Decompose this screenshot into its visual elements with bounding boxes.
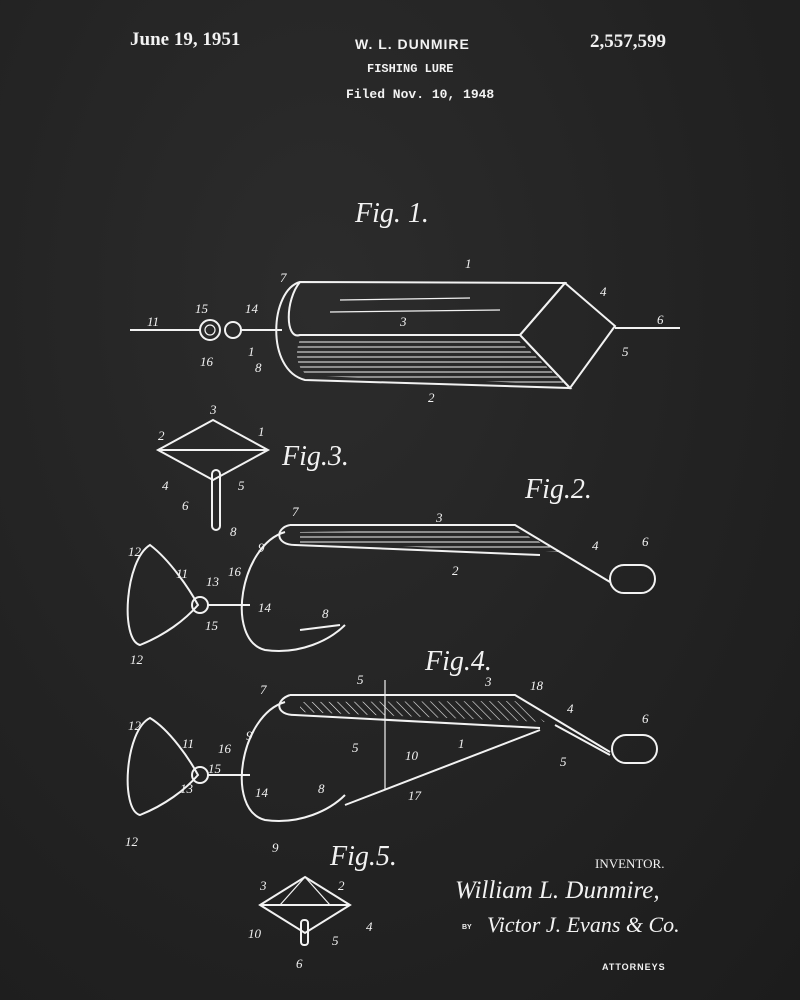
reference-numeral: 3: [209, 402, 217, 417]
reference-numeral: 14: [255, 785, 269, 800]
reference-numeral: 1: [258, 424, 265, 439]
reference-numeral: 6: [642, 534, 649, 549]
reference-numeral: 6: [642, 711, 649, 726]
reference-numeral: 13: [180, 781, 194, 796]
reference-numeral: 11: [182, 736, 194, 751]
reference-numeral: 2: [158, 428, 165, 443]
reference-numeral: 1: [465, 256, 472, 271]
reference-numeral: 4: [600, 284, 607, 299]
reference-numeral: 3: [399, 314, 407, 329]
reference-numeral: 15: [205, 618, 219, 633]
reference-numeral: 17: [408, 788, 422, 803]
filed-date: Filed Nov. 10, 1948: [346, 87, 495, 102]
reference-numeral: 5: [352, 740, 359, 755]
reference-numeral: 12: [130, 652, 144, 667]
by-label: BY: [462, 924, 472, 931]
reference-numeral: 5: [238, 478, 245, 493]
reference-numeral: 3: [259, 878, 267, 893]
reference-numeral: 15: [195, 301, 209, 316]
reference-numeral: 7: [280, 270, 287, 285]
attorney-signature: Victor J. Evans & Co.: [487, 912, 680, 937]
reference-numeral: 5: [560, 754, 567, 769]
patent-title: FISHING LURE: [367, 62, 454, 76]
reference-numeral: 3: [484, 674, 492, 689]
reference-numeral: 1: [458, 736, 465, 751]
reference-numeral: 7: [292, 504, 299, 519]
reference-numeral: 16: [218, 741, 232, 756]
inventor-header: W. L. DUNMIRE: [355, 36, 470, 52]
reference-numeral: 4: [162, 478, 169, 493]
reference-numeral: 5: [622, 344, 629, 359]
reference-numeral: 18: [530, 678, 544, 693]
reference-numeral: 2: [428, 390, 435, 405]
reference-numeral: 6: [296, 956, 303, 971]
reference-numeral: 5: [332, 933, 339, 948]
reference-numeral: 11: [147, 314, 159, 329]
reference-numeral: 9: [258, 540, 265, 555]
reference-numeral: 3: [435, 510, 443, 525]
reference-numeral: 16: [200, 354, 214, 369]
inventor-signature: William L. Dunmire,: [455, 877, 660, 904]
patent-number: 2,557,599: [590, 31, 666, 52]
reference-numeral: 12: [128, 718, 142, 733]
reference-numeral: 16: [228, 564, 242, 579]
reference-numeral: 9: [246, 728, 253, 743]
reference-numeral: 14: [245, 301, 259, 316]
reference-numeral: 8: [318, 781, 325, 796]
reference-numeral: 7: [260, 682, 267, 697]
reference-numeral: 10: [248, 926, 262, 941]
figure-4-drawing: [126, 680, 658, 822]
reference-numeral: 5: [357, 672, 364, 687]
reference-numeral: 4: [567, 701, 574, 716]
reference-numeral: 15: [208, 761, 222, 776]
reference-numeral: 10: [405, 748, 419, 763]
reference-numeral: 4: [366, 919, 373, 934]
figure-title: Fig.4.: [424, 646, 492, 677]
patent-date: June 19, 1951: [130, 29, 241, 50]
reference-numeral: 8: [322, 606, 329, 621]
figure-title: Fig.5.: [329, 841, 397, 872]
reference-numeral: 2: [338, 878, 345, 893]
reference-numeral: 1: [248, 344, 255, 359]
attorneys-label: ATTORNEYS: [602, 962, 666, 972]
reference-numeral: 4: [592, 538, 599, 553]
reference-numeral: 13: [206, 574, 220, 589]
figure-1-drawing: [130, 280, 680, 390]
figure-3-drawing: [155, 418, 271, 531]
reference-numeral: 14: [258, 600, 272, 615]
reference-numeral: 6: [182, 498, 189, 513]
inventor-label: INVENTOR.: [595, 856, 665, 871]
reference-numeral: 12: [125, 834, 139, 849]
reference-numeral: 6: [657, 312, 664, 327]
figure-title: Fig.3.: [281, 441, 349, 472]
figure-title: Fig. 1.: [354, 198, 429, 229]
figure-2-drawing: [126, 524, 656, 652]
reference-numeral: 9: [272, 840, 279, 855]
figure-title: Fig.2.: [524, 474, 592, 505]
figure-5-drawing: [258, 875, 352, 946]
reference-numeral: 2: [452, 563, 459, 578]
reference-numeral: 11: [176, 566, 188, 581]
reference-numeral: 8: [255, 360, 262, 375]
reference-numeral: 12: [128, 544, 142, 559]
reference-numeral: 8: [230, 524, 237, 539]
